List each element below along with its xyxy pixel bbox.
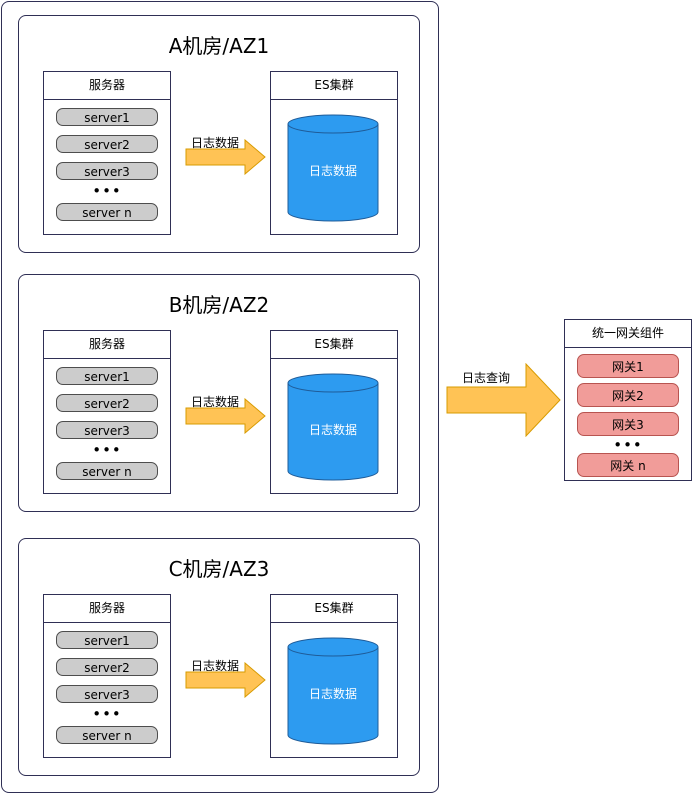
gateway-component: 统一网关组件 网关1 网关2 网关3 ••• 网关 n: [564, 319, 692, 481]
server-group: 服务器 server1 server2 server3 ••• server n: [43, 71, 171, 235]
es-cluster: ES集群 日志数据: [270, 71, 398, 235]
database-icon: [287, 637, 379, 745]
ellipsis: •••: [92, 182, 122, 200]
ellipsis: •••: [613, 436, 643, 454]
server-item: server1: [56, 367, 158, 385]
log-data-arrow-label: 日志数据: [191, 395, 240, 409]
gateway-item: 网关3: [577, 412, 679, 436]
es-cluster-header: ES集群: [271, 331, 397, 359]
zone-title: B机房/AZ2: [168, 293, 270, 317]
zone-az1: A机房/AZ1 服务器 server1 server2 server3 ••• …: [18, 15, 420, 253]
log-data-arrow-label: 日志数据: [191, 659, 240, 673]
server-item: server3: [56, 421, 158, 439]
server-group: 服务器 server1 server2 server3 ••• server n: [43, 594, 171, 758]
server-group-header: 服务器: [44, 72, 170, 100]
log-query-arrow-label: 日志查询: [462, 371, 511, 385]
zone-title: C机房/AZ3: [168, 557, 270, 581]
database-label: 日志数据: [308, 687, 357, 701]
database-label: 日志数据: [308, 164, 357, 178]
es-cluster-header: ES集群: [271, 595, 397, 623]
gateway-item: 网关2: [577, 383, 679, 407]
log-data-arrow: [185, 662, 266, 698]
server-group-header: 服务器: [44, 595, 170, 623]
gateway-component-header: 统一网关组件: [565, 320, 691, 348]
database-icon: [287, 114, 379, 222]
zone-title: A机房/AZ1: [168, 34, 270, 58]
server-group: 服务器 server1 server2 server3 ••• server n: [43, 330, 171, 494]
zone-az3: C机房/AZ3 服务器 server1 server2 server3 ••• …: [18, 538, 420, 776]
server-group-header: 服务器: [44, 331, 170, 359]
ellipsis: •••: [92, 441, 122, 459]
server-item: server2: [56, 135, 158, 153]
log-query-arrow: [446, 363, 561, 437]
zone-az2: B机房/AZ2 服务器 server1 server2 server3 ••• …: [18, 274, 420, 512]
server-item: server2: [56, 394, 158, 412]
server-item-n: server n: [56, 726, 158, 744]
database-label: 日志数据: [308, 423, 357, 437]
ellipsis: •••: [92, 705, 122, 723]
datacenter-container: [1, 1, 439, 793]
log-data-arrow: [185, 398, 266, 434]
log-data-arrow-label: 日志数据: [191, 136, 240, 150]
es-cluster: ES集群 日志数据: [270, 330, 398, 494]
gateway-item-n: 网关 n: [577, 453, 679, 477]
server-item-n: server n: [56, 462, 158, 480]
database-icon: [287, 373, 379, 481]
es-cluster: ES集群 日志数据: [270, 594, 398, 758]
server-item: server1: [56, 631, 158, 649]
server-item: server1: [56, 108, 158, 126]
server-item: server3: [56, 162, 158, 180]
gateway-item: 网关1: [577, 354, 679, 378]
es-cluster-header: ES集群: [271, 72, 397, 100]
log-data-arrow: [185, 139, 266, 175]
server-item: server2: [56, 658, 158, 676]
server-item-n: server n: [56, 203, 158, 221]
server-item: server3: [56, 685, 158, 703]
